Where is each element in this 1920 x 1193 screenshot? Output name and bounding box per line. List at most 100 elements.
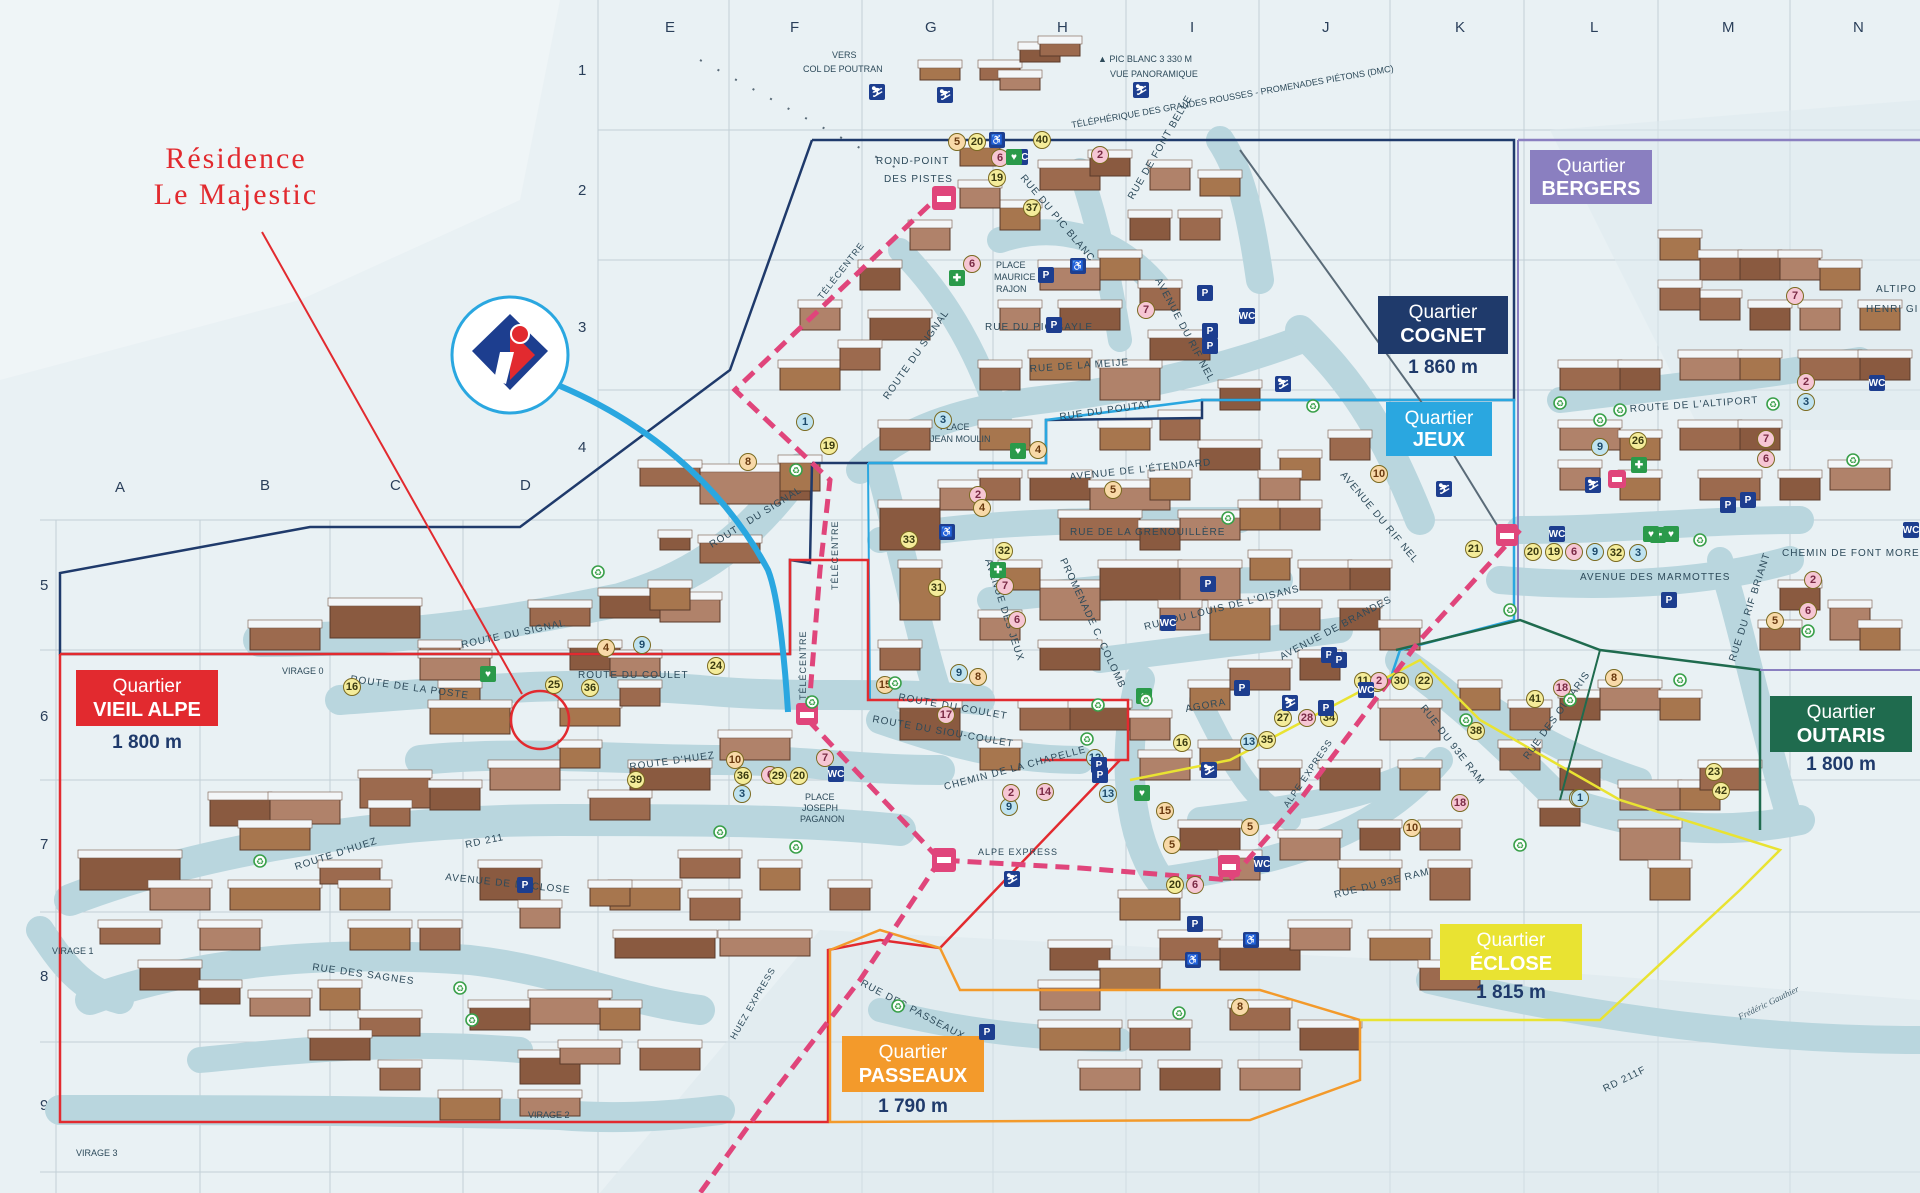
poi-number-marker[interactable]: 15 [1156, 802, 1174, 820]
poi-number-marker[interactable]: 6 [1186, 876, 1204, 894]
poi-number-marker[interactable]: 36 [581, 679, 599, 697]
tourist-info-logo[interactable] [450, 295, 791, 713]
parking-icon[interactable]: P [1318, 700, 1334, 716]
poi-number-marker[interactable]: 4 [597, 639, 615, 657]
poi-number-marker[interactable]: 1 [796, 413, 814, 431]
accessibility-icon[interactable]: ♿ [939, 524, 955, 540]
pharmacy-icon[interactable]: ✚ [990, 562, 1006, 578]
poi-number-marker[interactable]: 2 [1804, 571, 1822, 589]
ski-school-icon[interactable]: ⛷ [937, 87, 953, 103]
parking-icon[interactable]: P [1197, 285, 1213, 301]
poi-number-marker[interactable]: 3 [1797, 393, 1815, 411]
poi-number-marker[interactable]: 4 [973, 499, 991, 517]
residence-marker-circle[interactable] [509, 689, 571, 751]
poi-number-marker[interactable]: 29 [769, 767, 787, 785]
medical-icon[interactable]: ♥ [1134, 785, 1150, 801]
poi-number-marker[interactable]: 37 [1023, 199, 1041, 217]
medical-icon[interactable]: ♥ [1010, 443, 1026, 459]
ski-school-icon[interactable]: ⛷ [869, 84, 885, 100]
poi-number-marker[interactable]: 20 [968, 133, 986, 151]
poi-number-marker[interactable]: 35 [1258, 731, 1276, 749]
accessibility-icon[interactable]: ♿ [989, 132, 1005, 148]
accessibility-icon[interactable]: ♿ [1070, 258, 1086, 274]
ski-school-icon[interactable]: ⛷ [1585, 477, 1601, 493]
parking-icon[interactable]: P [1092, 767, 1108, 783]
poi-number-marker[interactable]: 19 [1545, 543, 1563, 561]
poi-number-marker[interactable]: 38 [1467, 722, 1485, 740]
parking-icon[interactable]: P [1046, 317, 1062, 333]
poi-number-marker[interactable]: 7 [816, 749, 834, 767]
wc-icon[interactable]: WC [1239, 308, 1256, 324]
pharmacy-icon[interactable]: ✚ [949, 270, 965, 286]
poi-number-marker[interactable]: 9 [950, 664, 968, 682]
poi-number-marker[interactable]: 24 [707, 657, 725, 675]
poi-number-marker[interactable]: 3 [733, 785, 751, 803]
poi-number-marker[interactable]: 7 [1757, 430, 1775, 448]
poi-number-marker[interactable]: 14 [1036, 783, 1054, 801]
poi-number-marker[interactable]: 9 [633, 636, 651, 654]
poi-number-marker[interactable]: 22 [1415, 672, 1433, 690]
poi-number-marker[interactable]: 4 [1029, 441, 1047, 459]
medical-icon[interactable]: ♥ [1006, 149, 1022, 165]
poi-number-marker[interactable]: 30 [1391, 672, 1409, 690]
poi-number-marker[interactable]: 16 [1173, 734, 1191, 752]
poi-number-marker[interactable]: 7 [1137, 301, 1155, 319]
poi-number-marker[interactable]: 9 [1591, 438, 1609, 456]
poi-number-marker[interactable]: 13 [1240, 733, 1258, 751]
parking-icon[interactable]: P [1202, 338, 1218, 354]
ski-school-icon[interactable]: ⛷ [1004, 871, 1020, 887]
wc-icon[interactable]: WC [1160, 615, 1177, 631]
poi-number-marker[interactable]: 32 [1607, 544, 1625, 562]
medical-icon[interactable]: ♥ [1663, 526, 1679, 542]
poi-number-marker[interactable]: 13 [1099, 785, 1117, 803]
poi-number-marker[interactable]: 8 [1605, 669, 1623, 687]
poi-number-marker[interactable]: 31 [928, 579, 946, 597]
poi-number-marker[interactable]: 20 [1166, 876, 1184, 894]
poi-number-marker[interactable]: 5 [1104, 481, 1122, 499]
parking-icon[interactable]: P [1200, 576, 1216, 592]
poi-number-marker[interactable]: 18 [1553, 679, 1571, 697]
poi-number-marker[interactable]: 20 [790, 767, 808, 785]
poi-number-marker[interactable]: 17 [937, 706, 955, 724]
ski-school-icon[interactable]: ⛷ [1201, 762, 1217, 778]
poi-number-marker[interactable]: 9 [1586, 543, 1604, 561]
wc-icon[interactable]: WC [1869, 375, 1886, 391]
poi-number-marker[interactable]: 3 [934, 411, 952, 429]
parking-icon[interactable]: P [517, 877, 533, 893]
poi-number-marker[interactable]: 18 [1451, 794, 1469, 812]
poi-number-marker[interactable]: 20 [1524, 543, 1542, 561]
poi-number-marker[interactable]: 6 [1008, 611, 1026, 629]
parking-icon[interactable]: P [979, 1024, 995, 1040]
poi-number-marker[interactable]: 8 [969, 668, 987, 686]
poi-number-marker[interactable]: 6 [1565, 543, 1583, 561]
poi-number-marker[interactable]: 36 [734, 767, 752, 785]
ski-school-icon[interactable]: ⛷ [1275, 376, 1291, 392]
poi-number-marker[interactable]: 3 [1629, 544, 1647, 562]
poi-number-marker[interactable]: 5 [1241, 818, 1259, 836]
poi-number-marker[interactable]: 6 [991, 149, 1009, 167]
poi-number-marker[interactable]: 8 [739, 453, 757, 471]
poi-number-marker[interactable]: 7 [1786, 287, 1804, 305]
pharmacy-icon[interactable]: ✚ [1631, 457, 1647, 473]
parking-icon[interactable]: P [1720, 497, 1736, 513]
parking-icon[interactable]: P [1331, 652, 1347, 668]
poi-number-marker[interactable]: 32 [995, 542, 1013, 560]
wc-icon[interactable]: WC [1254, 856, 1271, 872]
parking-icon[interactable]: P [1661, 592, 1677, 608]
poi-number-marker[interactable]: 6 [963, 255, 981, 273]
ski-school-icon[interactable]: ⛷ [1436, 481, 1452, 497]
poi-number-marker[interactable]: 2 [1797, 373, 1815, 391]
poi-number-marker[interactable]: 2 [1002, 784, 1020, 802]
poi-number-marker[interactable]: 5 [948, 133, 966, 151]
poi-number-marker[interactable]: 41 [1526, 690, 1544, 708]
poi-number-marker[interactable]: 25 [545, 676, 563, 694]
poi-number-marker[interactable]: 2 [1091, 146, 1109, 164]
wc-icon[interactable]: WC [828, 766, 845, 782]
poi-number-marker[interactable]: 10 [1370, 465, 1388, 483]
poi-number-marker[interactable]: 10 [726, 751, 744, 769]
accessibility-icon[interactable]: ♿ [1185, 952, 1201, 968]
poi-number-marker[interactable]: 6 [1757, 450, 1775, 468]
wc-icon[interactable]: WC [1903, 522, 1920, 538]
wc-icon[interactable]: WC [1358, 682, 1375, 698]
poi-number-marker[interactable]: 10 [1403, 819, 1421, 837]
